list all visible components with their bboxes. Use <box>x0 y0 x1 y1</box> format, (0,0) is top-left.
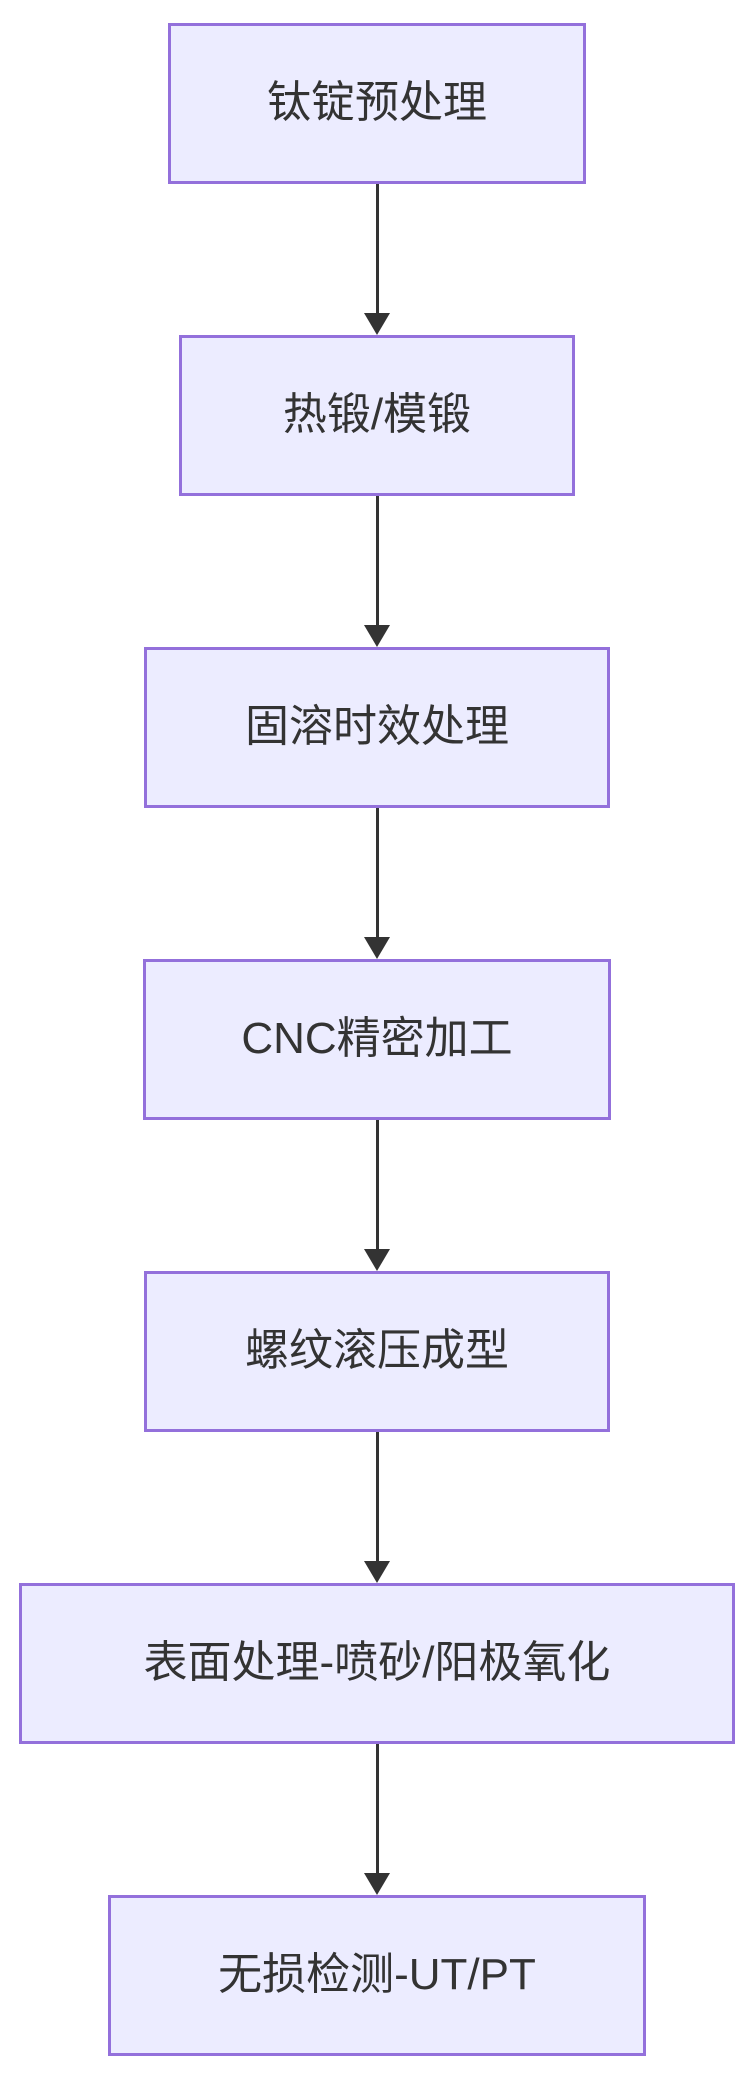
flow-node-titanium-ingot-pretreatment: 钛锭预处理 <box>168 23 586 184</box>
flow-node-label: 无损检测-UT/PT <box>218 1950 536 2000</box>
flow-node-label: CNC精密加工 <box>241 1014 513 1064</box>
flow-arrow-2-3 <box>364 496 390 647</box>
arrowhead-down-icon <box>364 1249 390 1271</box>
flow-arrow-4-5 <box>364 1120 390 1271</box>
flow-node-solution-aging-treatment: 固溶时效处理 <box>144 647 610 808</box>
flow-node-label: 表面处理-喷砂/阳极氧化 <box>143 1638 611 1688</box>
flow-node-label: 螺纹滚压成型 <box>245 1326 509 1376</box>
arrowhead-down-icon <box>364 625 390 647</box>
arrow-line <box>375 1744 379 1875</box>
flow-node-thread-rolling: 螺纹滚压成型 <box>144 1271 610 1432</box>
arrow-line <box>375 1432 379 1563</box>
flow-arrow-6-7 <box>364 1744 390 1895</box>
arrow-line <box>375 184 379 315</box>
arrowhead-down-icon <box>364 1561 390 1583</box>
flow-arrow-3-4 <box>364 808 390 959</box>
flow-node-surface-treatment: 表面处理-喷砂/阳极氧化 <box>19 1583 735 1744</box>
flow-node-ndt-inspection: 无损检测-UT/PT <box>108 1895 646 2056</box>
flow-node-label: 热锻/模锻 <box>282 390 472 440</box>
arrowhead-down-icon <box>364 1873 390 1895</box>
arrow-line <box>375 496 379 627</box>
arrowhead-down-icon <box>364 937 390 959</box>
flow-arrow-1-2 <box>364 184 390 335</box>
flow-node-hot-forging: 热锻/模锻 <box>179 335 575 496</box>
flow-arrow-5-6 <box>364 1432 390 1583</box>
arrow-line <box>375 1120 379 1251</box>
flow-node-label: 固溶时效处理 <box>245 702 509 752</box>
flow-node-cnc-precision-machining: CNC精密加工 <box>143 959 611 1120</box>
flow-node-label: 钛锭预处理 <box>267 78 487 128</box>
arrowhead-down-icon <box>364 313 390 335</box>
arrow-line <box>375 808 379 939</box>
